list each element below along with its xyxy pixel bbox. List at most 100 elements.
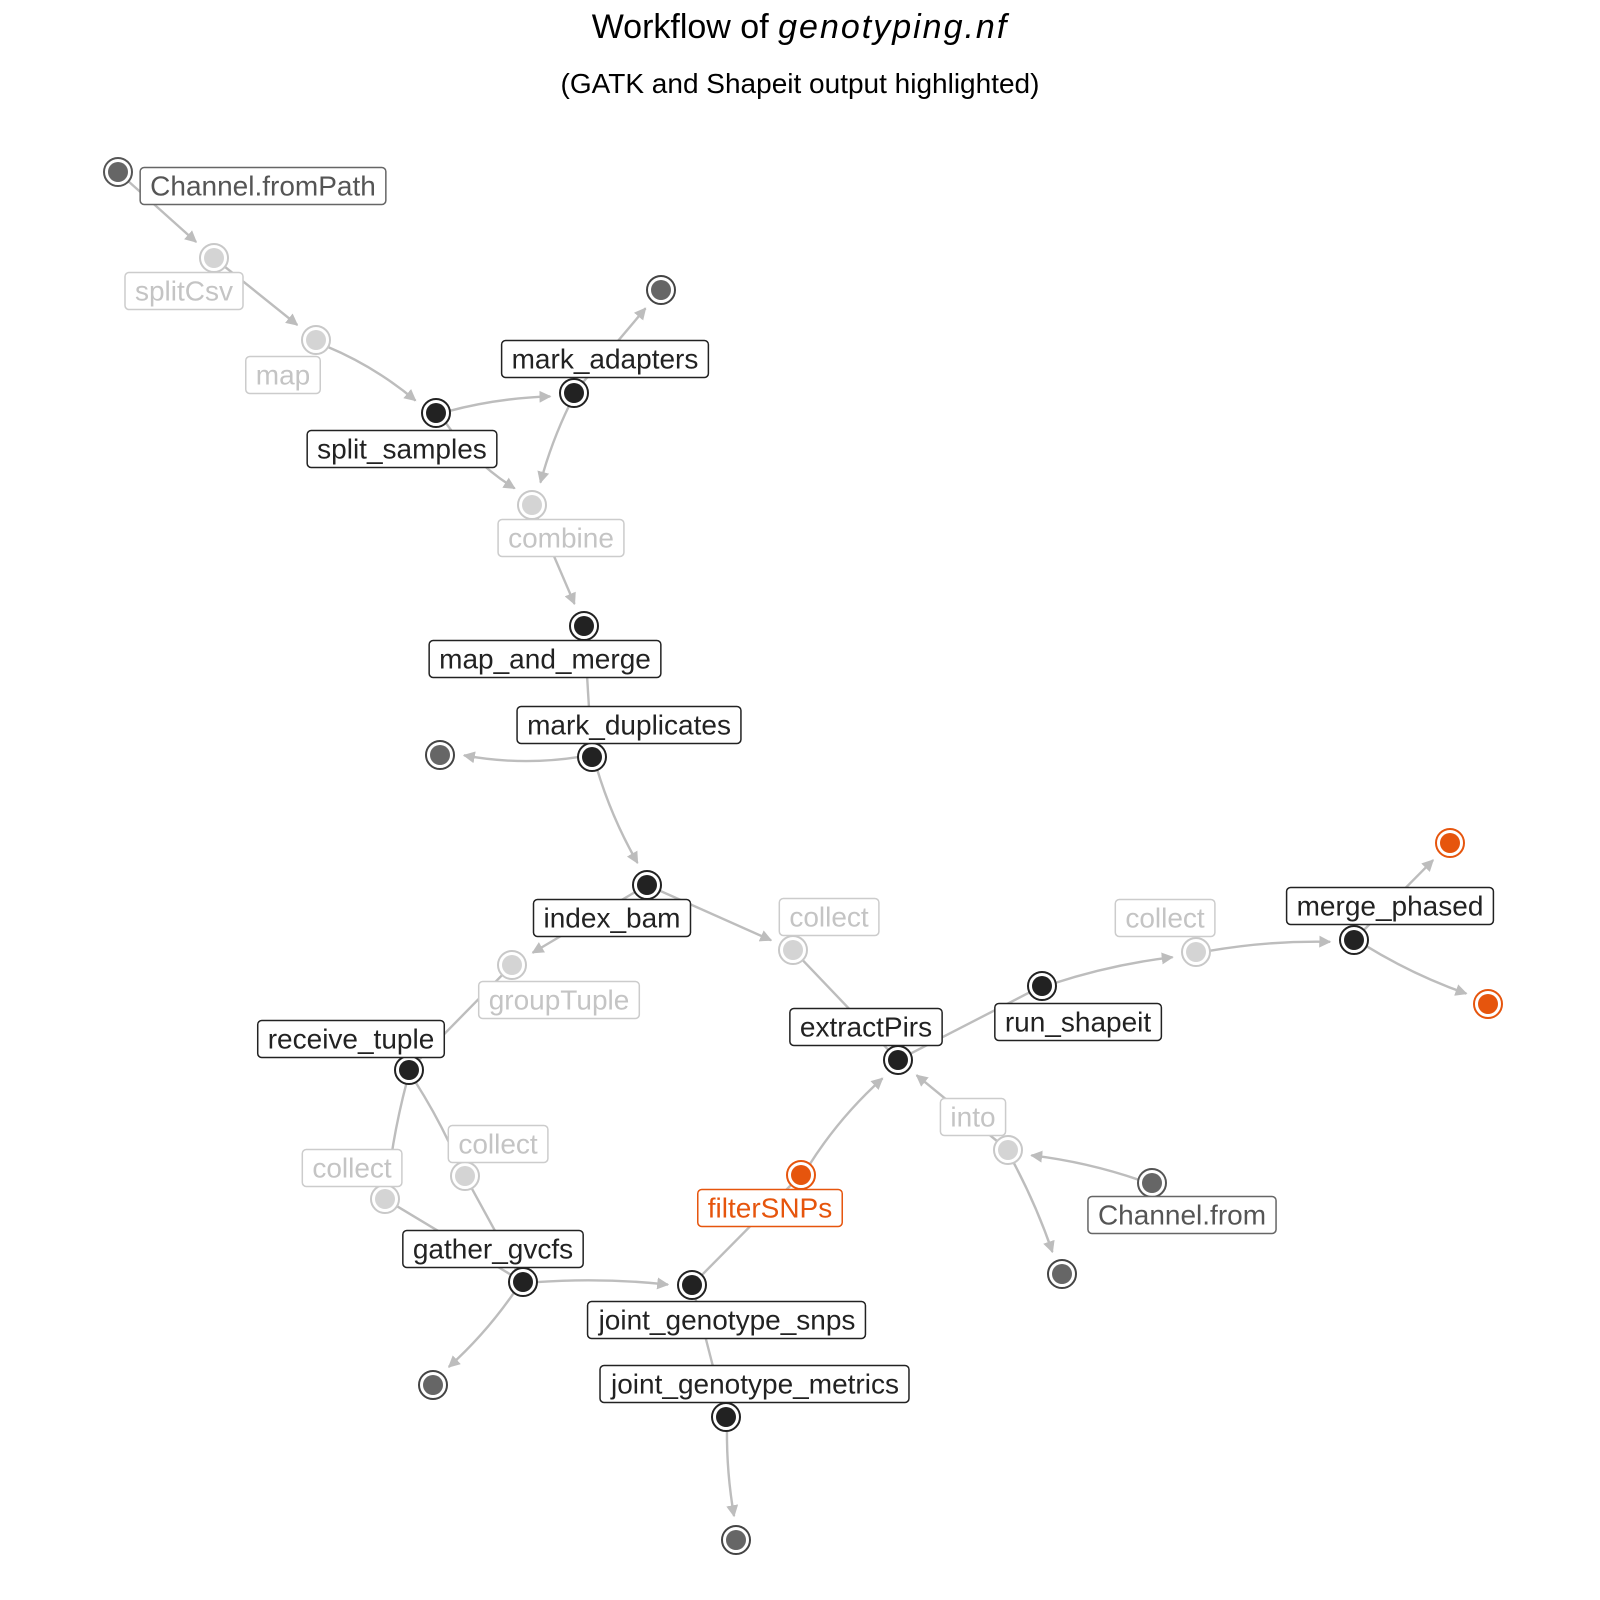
label-text-combine: combine — [508, 523, 614, 554]
node-dot-joint_genotype_snps — [682, 1275, 702, 1295]
label-receive_tuple[interactable]: receive_tuple — [256, 1019, 446, 1059]
label-joint_genotype_metrics[interactable]: joint_genotype_metrics — [599, 1364, 910, 1404]
label-text-map_and_merge: map_and_merge — [439, 644, 651, 675]
label-collect_a[interactable]: collect — [778, 897, 880, 937]
node-dot-split_samples — [426, 403, 446, 423]
node-dot-out_phased_1 — [1440, 833, 1460, 853]
label-combine[interactable]: combine — [497, 518, 625, 558]
edge-channel_frompath-to-splitcsv — [126, 179, 198, 243]
label-into[interactable]: into — [939, 1097, 1007, 1137]
label-text-extractpirs: extractPirs — [800, 1012, 932, 1043]
node-channel_from[interactable] — [1137, 1168, 1167, 1198]
label-text-index_bam: index_bam — [544, 903, 681, 934]
label-splitcsv[interactable]: splitCsv — [124, 271, 244, 311]
node-out_phased_1[interactable] — [1435, 828, 1465, 858]
node-out_gather_gvcfs[interactable] — [418, 1370, 448, 1400]
node-joint_genotype_metrics[interactable] — [711, 1402, 741, 1432]
label-box-filtersnps — [697, 1188, 843, 1228]
edge-index_bam-to-collect_a — [657, 888, 773, 942]
node-dot-filtersnps — [791, 1165, 811, 1185]
node-grouptuple[interactable] — [497, 950, 527, 980]
node-collect_a[interactable] — [778, 935, 808, 965]
node-dot-mark_adapters — [564, 383, 584, 403]
node-dot-out_mark_duplicates — [430, 745, 450, 765]
node-run_shapeit[interactable] — [1027, 971, 1057, 1001]
node-joint_genotype_snps[interactable] — [677, 1270, 707, 1300]
node-collect_d[interactable] — [1181, 937, 1211, 967]
label-box-run_shapeit — [994, 1002, 1163, 1042]
edge-splitcsv-to-map — [222, 264, 299, 326]
label-collect_d[interactable]: collect — [1114, 898, 1216, 938]
node-receive_tuple[interactable] — [394, 1055, 424, 1085]
label-map_and_merge[interactable]: map_and_merge — [428, 639, 662, 679]
node-into[interactable] — [993, 1135, 1023, 1165]
label-box-collect_d — [1114, 898, 1216, 938]
node-splitcsv[interactable] — [199, 243, 229, 273]
node-out_mark_adapters[interactable] — [646, 275, 676, 305]
label-text-into: into — [950, 1102, 995, 1133]
diagram-title: Workflow of genotyping.nf — [0, 8, 1600, 47]
node-mark_adapters[interactable] — [559, 378, 589, 408]
node-dot-out_gather_gvcfs — [423, 1375, 443, 1395]
label-channel_frompath[interactable]: Channel.fromPath — [139, 166, 387, 206]
node-dot-collect_a — [783, 940, 803, 960]
label-joint_genotype_snps[interactable]: joint_genotype_snps — [586, 1300, 867, 1340]
node-out_into[interactable] — [1047, 1259, 1077, 1289]
node-combine[interactable] — [517, 490, 547, 520]
label-channel_from[interactable]: Channel.from — [1087, 1195, 1277, 1235]
label-text-collect_d: collect — [1125, 903, 1205, 934]
label-filtersnps[interactable]: filterSNPs — [697, 1188, 843, 1228]
node-channel_frompath[interactable] — [103, 157, 133, 187]
node-out_mark_duplicates[interactable] — [425, 740, 455, 770]
label-collect_c[interactable]: collect — [447, 1124, 549, 1164]
edge-mark_adapters-to-combine — [537, 403, 571, 484]
label-box-joint_genotype_metrics — [599, 1364, 910, 1404]
node-merge_phased[interactable] — [1339, 925, 1369, 955]
label-collect_b[interactable]: collect — [301, 1148, 403, 1188]
label-run_shapeit[interactable]: run_shapeit — [994, 1002, 1163, 1042]
label-gather_gvcfs[interactable]: gather_gvcfs — [402, 1229, 584, 1269]
label-split_samples[interactable]: split_samples — [306, 429, 498, 469]
label-box-collect_a — [778, 897, 880, 937]
node-mark_duplicates[interactable] — [577, 742, 607, 772]
label-extractpirs[interactable]: extractPirs — [789, 1007, 943, 1047]
label-mark_duplicates[interactable]: mark_duplicates — [516, 705, 742, 745]
label-box-collect_c — [447, 1124, 549, 1164]
label-text-filtersnps: filterSNPs — [708, 1193, 832, 1224]
node-dot-out_joint_genotype_metrics — [726, 1530, 746, 1550]
node-dot-combine — [522, 495, 542, 515]
node-dot-receive_tuple — [399, 1060, 419, 1080]
label-box-combine — [497, 518, 625, 558]
node-map_and_merge[interactable] — [569, 611, 599, 641]
node-dot-extractpirs — [888, 1050, 908, 1070]
node-dot-mark_duplicates — [582, 747, 602, 767]
edge-run_shapeit-to-collect_d — [1053, 952, 1174, 985]
node-filtersnps[interactable] — [786, 1160, 816, 1190]
node-extractpirs[interactable] — [883, 1045, 913, 1075]
node-dot-map — [306, 330, 326, 350]
label-merge_phased[interactable]: merge_phased — [1285, 886, 1495, 926]
label-box-channel_frompath — [139, 166, 387, 206]
label-text-mark_adapters: mark_adapters — [512, 344, 699, 375]
node-split_samples[interactable] — [421, 398, 451, 428]
label-index_bam[interactable]: index_bam — [532, 898, 692, 938]
edge-collect_d-to-merge_phased — [1207, 935, 1332, 953]
edge-mark_duplicates-to-index_bam — [595, 767, 639, 864]
label-box-mark_duplicates — [516, 705, 742, 745]
label-box-splitcsv — [124, 271, 244, 311]
label-text-split_samples: split_samples — [317, 434, 487, 465]
node-out_joint_genotype_metrics[interactable] — [721, 1525, 751, 1555]
node-out_phased_2[interactable] — [1473, 989, 1503, 1019]
node-collect_b[interactable] — [370, 1184, 400, 1214]
label-mark_adapters[interactable]: mark_adapters — [500, 339, 710, 379]
edge-joint_genotype_metrics-to-out_joint_genotype_metrics — [725, 1428, 739, 1518]
node-dot-collect_b — [375, 1189, 395, 1209]
label-map[interactable]: map — [245, 355, 321, 395]
title-workflow-name: genotyping.nf — [778, 8, 1009, 46]
node-gather_gvcfs[interactable] — [508, 1267, 538, 1297]
label-text-joint_genotype_metrics: joint_genotype_metrics — [610, 1369, 899, 1400]
label-grouptuple[interactable]: groupTuple — [477, 980, 641, 1020]
node-collect_c[interactable] — [450, 1161, 480, 1191]
node-index_bam[interactable] — [632, 870, 662, 900]
node-map[interactable] — [301, 325, 331, 355]
